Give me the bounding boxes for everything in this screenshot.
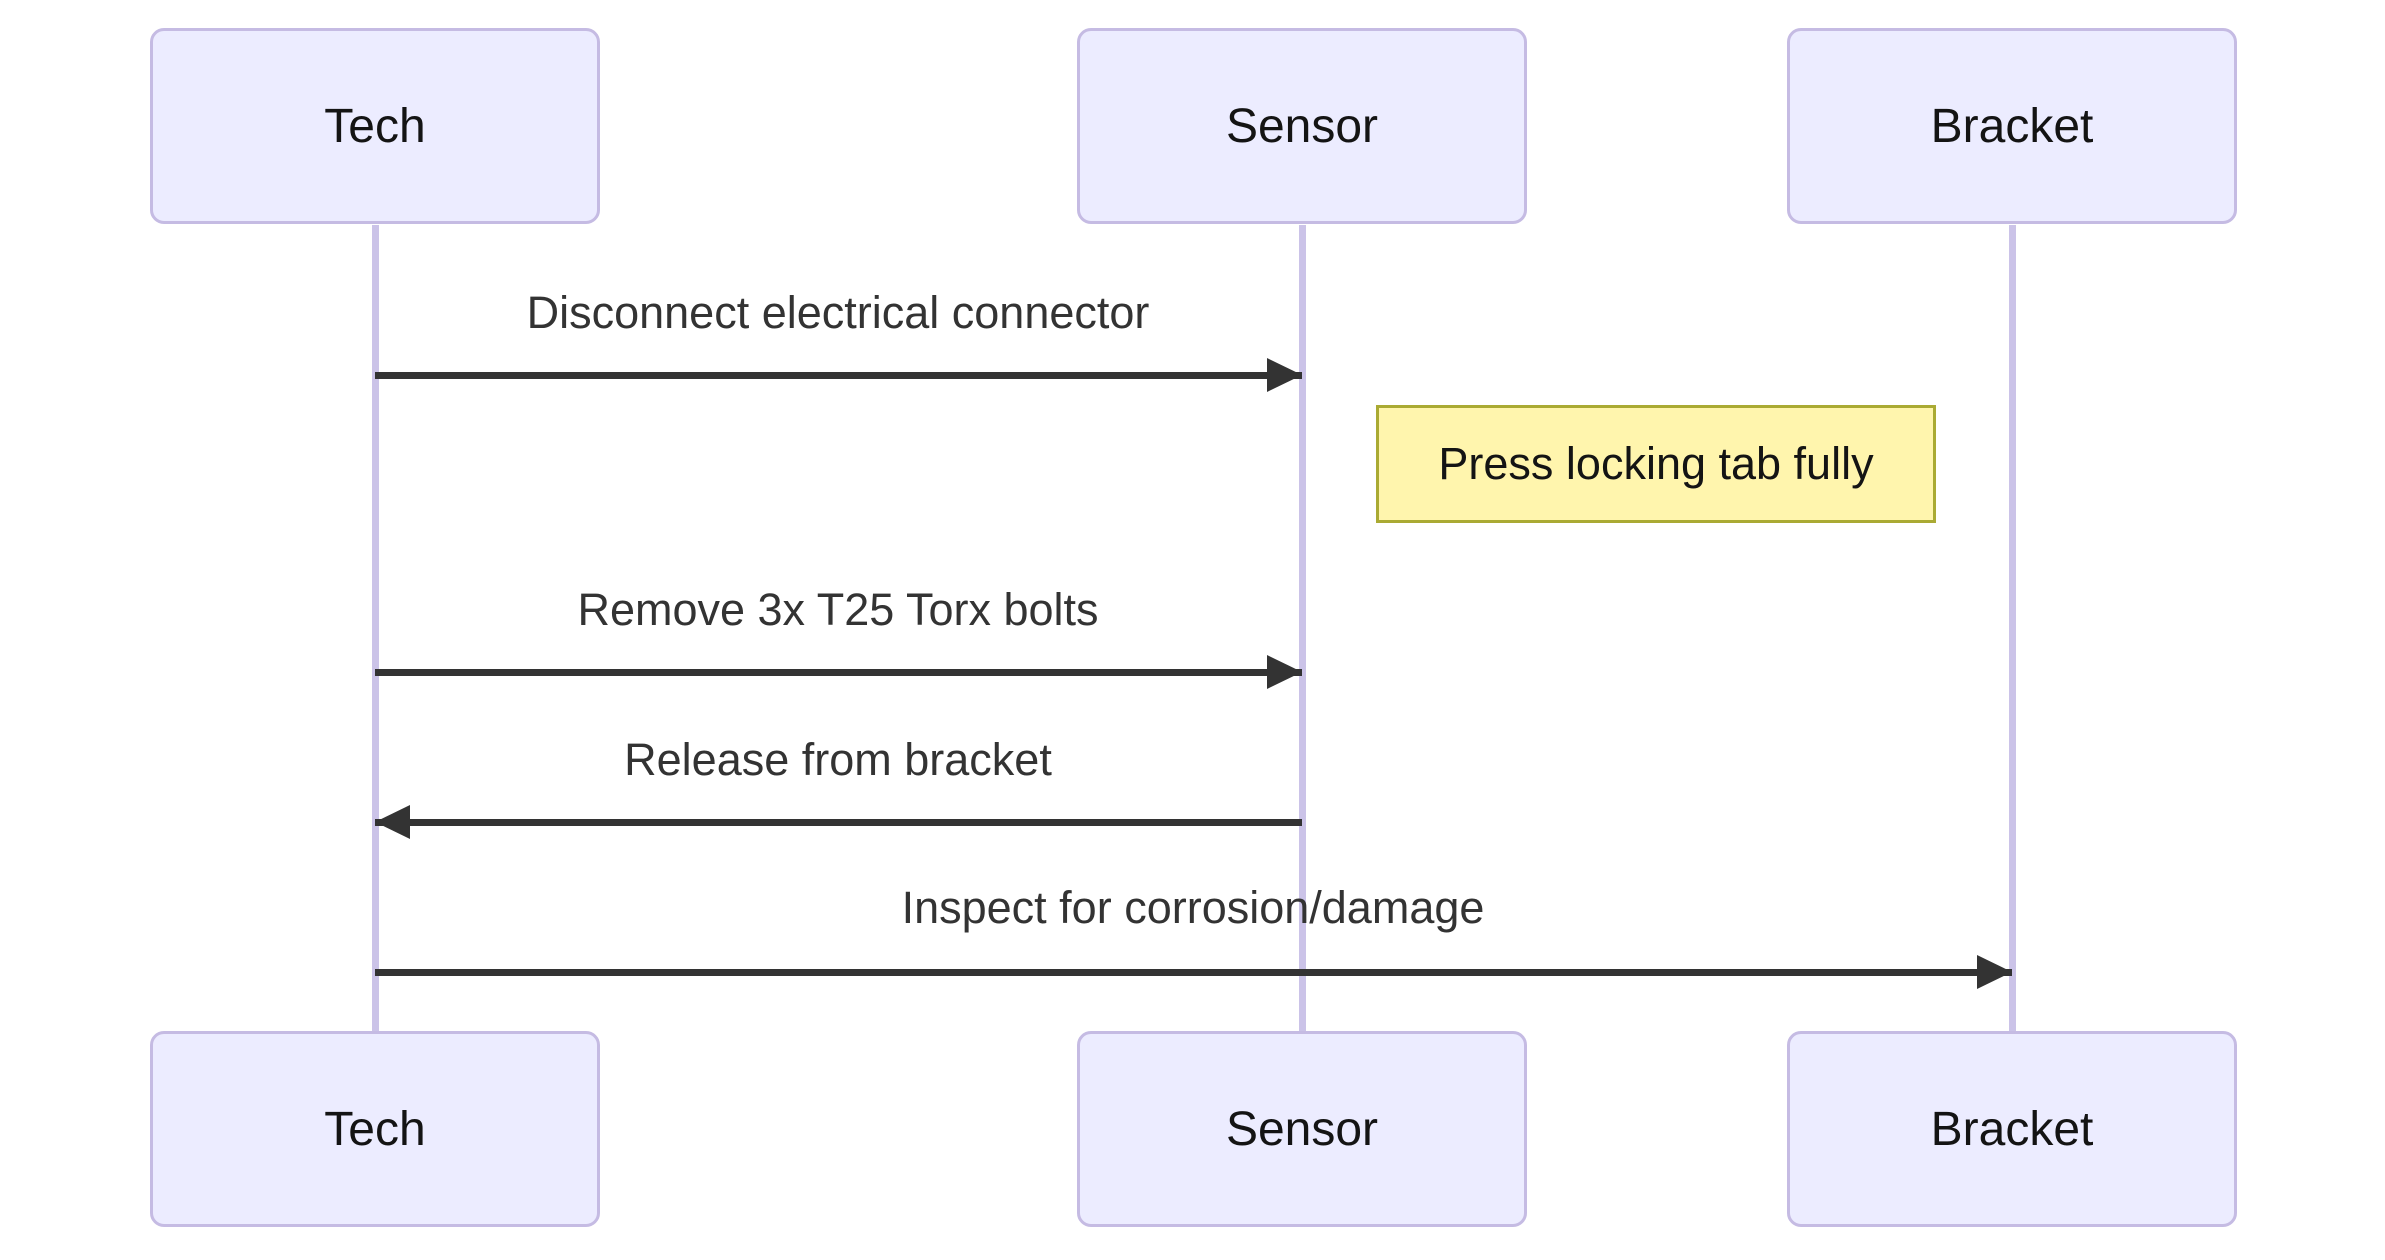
participant-tech-label: Tech [324,1102,426,1156]
arrowhead-right-icon [1977,955,2012,989]
lifeline-sensor [1299,225,1306,1031]
participant-bracket-label: Bracket [1930,99,2094,153]
message-line [375,819,1302,826]
message-line [375,669,1302,676]
note: Press locking tab fully [1376,405,1936,523]
participant-sensor-label: Sensor [1225,1102,1379,1156]
message-line [375,969,2012,976]
message-label: Remove 3x T25 Torx bolts [577,584,1099,635]
participant-bracket-bottom: Bracket [1787,1031,2237,1227]
arrowhead-right-icon [1267,358,1302,392]
participant-bracket-top: Bracket [1787,28,2237,224]
lifeline-tech [372,225,379,1031]
participant-bracket-label: Bracket [1930,1102,2094,1156]
arrowhead-right-icon [1267,655,1302,689]
lifeline-bracket [2009,225,2016,1031]
message-line [375,372,1302,379]
participant-sensor-label: Sensor [1225,99,1379,153]
participant-tech-label: Tech [324,99,426,153]
message-label: Inspect for corrosion/damage [901,882,1485,933]
participant-tech-bottom: Tech [150,1031,600,1227]
participant-tech-top: Tech [150,28,600,224]
note-label: Press locking tab fully [1438,438,1874,489]
arrowhead-left-icon [375,805,410,839]
participant-sensor-top: Sensor [1077,28,1527,224]
message-label: Disconnect electrical connector [526,287,1150,338]
participant-sensor-bottom: Sensor [1077,1031,1527,1227]
message-label: Release from bracket [624,734,1052,785]
